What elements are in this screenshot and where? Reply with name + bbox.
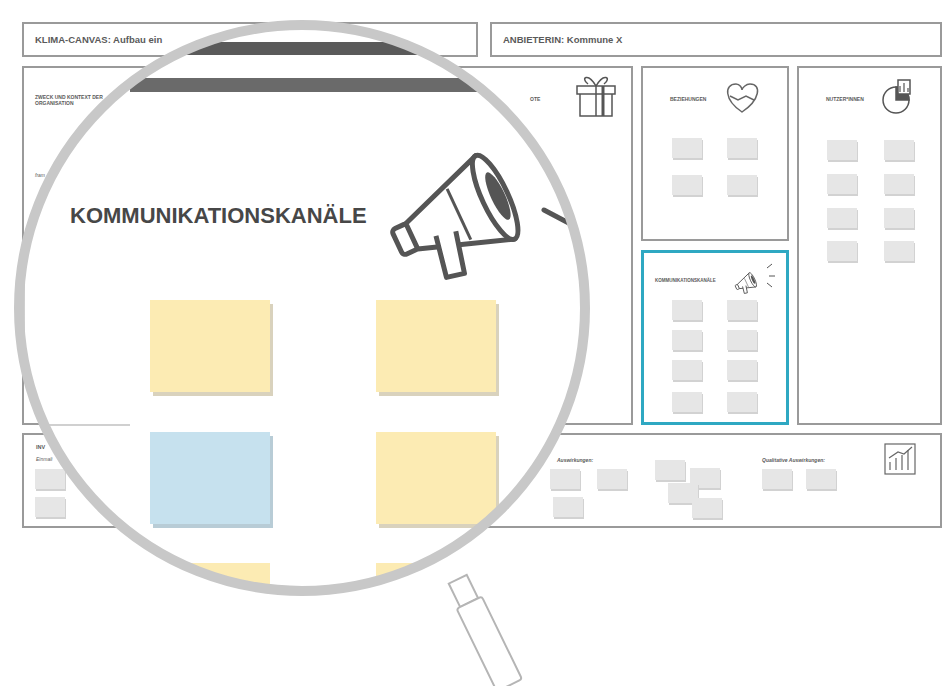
canvas-section: NUTZER*INNEN bbox=[797, 66, 942, 425]
section-heading: ANBIETERIN: Kommune X bbox=[503, 34, 622, 46]
section-heading: INV bbox=[36, 444, 45, 451]
section-heading: KLIMA-CANVAS: Aufbau ein bbox=[35, 34, 162, 46]
section-heading: OTE bbox=[530, 96, 540, 102]
canvas-section: BEZIEHUNGEN bbox=[641, 66, 789, 241]
section-text: Einmali bbox=[36, 456, 52, 462]
section-heading: NUTZER*INNEN bbox=[826, 96, 864, 102]
section-text: fram bbox=[35, 172, 45, 178]
chart-icon bbox=[885, 444, 915, 474]
section-text: Qualitative Auswirkungen: bbox=[762, 457, 825, 463]
pie-chart-icon bbox=[883, 80, 910, 113]
zoomed-sticky-notes bbox=[150, 300, 499, 655]
magnifier-handle bbox=[445, 573, 522, 686]
lens-ring bbox=[19, 25, 585, 591]
gift-icon bbox=[577, 77, 615, 116]
zoomed-heading: KOMMUNIKATIONSKANÄLE bbox=[70, 203, 367, 229]
section-text: Auswirkungen: bbox=[557, 457, 593, 463]
section-heading: BEZIEHUNGEN bbox=[670, 96, 706, 102]
section-heading: KOMMUNIKATIONSKANÄLE bbox=[655, 278, 716, 284]
highlighted-section: KOMMUNIKATIONSKANÄLE bbox=[641, 250, 789, 425]
header-band: ANBIETERIN: Kommune X bbox=[490, 22, 942, 57]
handshake-icon bbox=[728, 84, 758, 112]
section-heading: ZWECK UND KONTEXT DER ORGANISATION bbox=[35, 94, 107, 107]
lens-glass bbox=[19, 25, 585, 591]
sound-lines bbox=[767, 264, 775, 287]
